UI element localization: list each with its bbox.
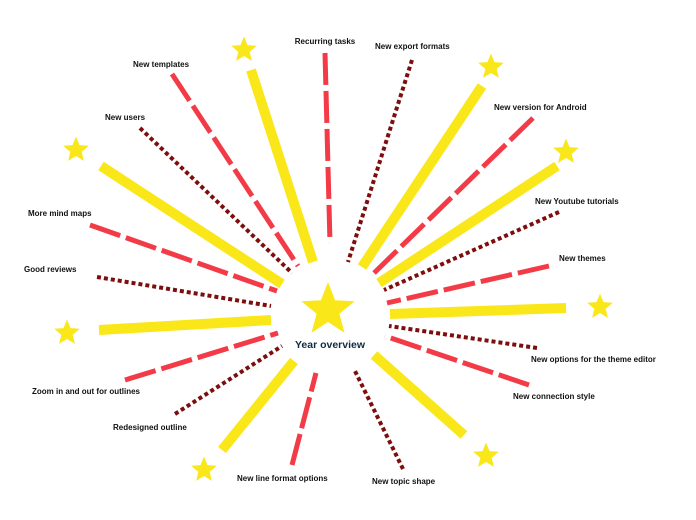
- ray-star-lower-right: [370, 351, 468, 439]
- label-more-mind-maps: More mind maps: [28, 209, 92, 218]
- label-recurring-tasks: Recurring tasks: [295, 37, 356, 46]
- label-new-line-format-options: New line format options: [237, 474, 328, 483]
- star-icon-right-upper: [553, 138, 579, 163]
- ray-star-left: [98, 315, 272, 335]
- star-icon-upper-right: [478, 53, 504, 78]
- ray-star-upper-left: [98, 161, 285, 289]
- label-zoom-outlines: Zoom in and out for outlines: [32, 387, 141, 396]
- star-icon-upper-left: [63, 136, 89, 161]
- ray-new-options-theme-editor: [388, 324, 538, 350]
- ray-star-upper-right: [357, 83, 487, 270]
- ray-more-mind-maps: [89, 222, 278, 294]
- ray-layer: [89, 52, 567, 470]
- label-new-options-theme-editor: New options for the theme editor: [531, 355, 656, 364]
- ray-star-top: [246, 68, 318, 264]
- label-new-export-formats: New export formats: [375, 42, 450, 51]
- star-icon-left: [54, 319, 80, 344]
- ray-recurring-tasks: [322, 52, 333, 244]
- star-layer: [54, 36, 613, 481]
- ray-star-lower-left: [218, 357, 298, 454]
- label-new-youtube-tutorials: New Youtube tutorials: [535, 197, 619, 206]
- label-new-users: New users: [105, 113, 146, 122]
- ray-new-line-format-options: [289, 372, 319, 466]
- label-new-connection-style: New connection style: [513, 392, 595, 401]
- label-new-version-android: New version for Android: [494, 103, 587, 112]
- center-label: Year overview: [295, 339, 366, 351]
- ray-new-youtube-tutorials: [383, 210, 560, 292]
- center-star-icon: [301, 282, 355, 333]
- ray-zoom-outlines: [124, 330, 279, 383]
- label-new-topic-shape: New topic shape: [372, 477, 436, 486]
- ray-redesigned-outline: [173, 344, 284, 416]
- ray-new-themes: [386, 263, 550, 306]
- ray-new-connection-style: [384, 333, 530, 388]
- ray-star-right: [389, 303, 567, 319]
- star-icon-lower-right: [473, 442, 499, 467]
- center-node[interactable]: Year overview: [295, 282, 366, 351]
- star-icon-lower-left: [191, 456, 217, 481]
- label-new-themes: New themes: [559, 254, 606, 263]
- star-icon-right: [587, 293, 613, 318]
- star-icon-top: [231, 36, 257, 61]
- label-new-templates: New templates: [133, 60, 190, 69]
- ray-new-topic-shape: [352, 368, 405, 470]
- ray-new-users: [138, 126, 294, 275]
- label-redesigned-outline: Redesigned outline: [113, 423, 187, 432]
- ray-star-right-upper: [376, 161, 560, 288]
- ray-good-reviews: [96, 275, 272, 308]
- ray-new-templates: [169, 72, 301, 268]
- label-good-reviews: Good reviews: [24, 265, 77, 274]
- ray-new-export-formats: [346, 59, 414, 263]
